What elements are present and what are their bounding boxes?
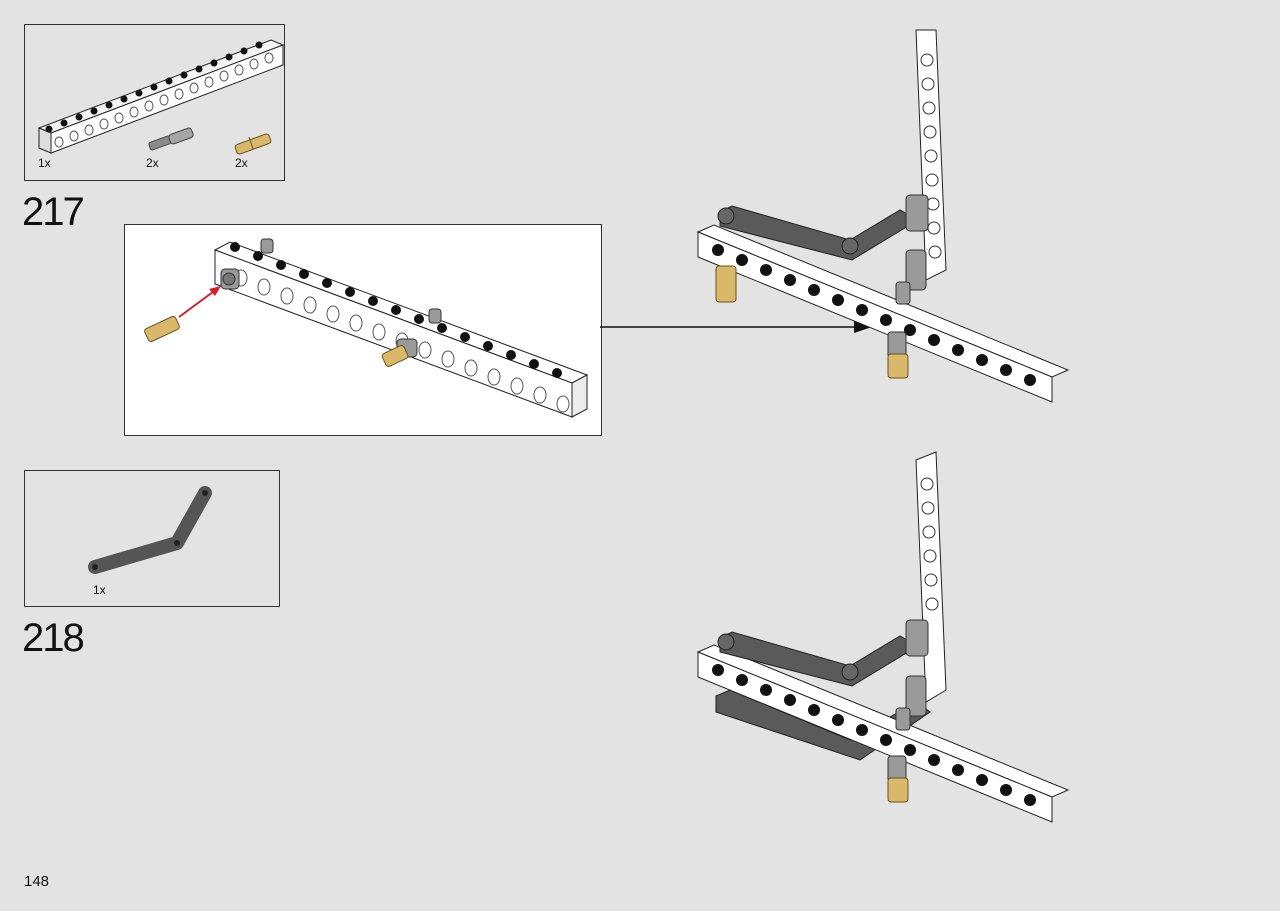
- part-qty: 2x: [235, 156, 248, 170]
- step-218-assembly-illustration: [696, 451, 1070, 823]
- white-beam-part-icon: [37, 39, 285, 154]
- callout-arrow: [600, 321, 872, 333]
- subassembly-callout: [124, 224, 602, 436]
- part-qty: 1x: [93, 583, 106, 597]
- part-qty: 2x: [146, 156, 159, 170]
- tan-friction-pin-icon: [234, 133, 272, 155]
- dark-gray-liftarm-part-icon: [88, 486, 212, 574]
- step-number: 218: [22, 616, 85, 660]
- step-217-assembly-illustration: [696, 29, 1070, 403]
- page-number: 148: [24, 873, 50, 890]
- step-217-parts-box: 1x 2x 2x: [24, 24, 285, 181]
- gray-axle-pin-icon: [148, 127, 194, 151]
- step-number: 217: [22, 190, 85, 234]
- step-218-parts-box: 1x: [24, 470, 280, 607]
- beam-with-pins-illustration: [144, 238, 589, 418]
- part-qty: 1x: [38, 156, 51, 170]
